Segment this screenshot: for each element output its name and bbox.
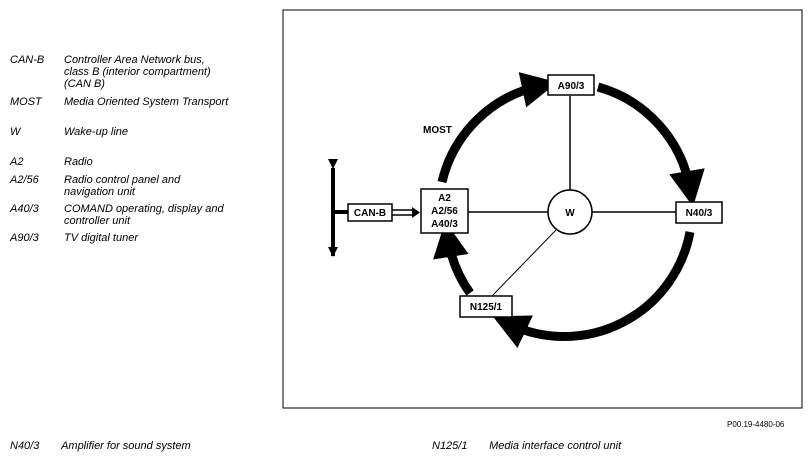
node-n125-1 [459,295,513,318]
can-b-box [347,203,393,222]
most-ring-segment-bottom-right [492,231,695,348]
legend-code: W [10,126,21,138]
node-n125-1-label: N125/1 [470,302,503,313]
legend-code: N40/3 [10,440,40,452]
legend-desc: Radio [64,156,93,168]
node-n40-3 [675,201,723,224]
diagram-frame [282,9,803,409]
most-ring-segment-top-left [437,72,558,184]
bottom-legend-row-n125-1: N125/1 Media interface control unit [432,440,621,452]
node-n40-3-label: N40/3 [686,208,713,219]
wake-up-hub-label: W [565,208,575,219]
legend-code: CAN-B [10,54,45,66]
wake-up-hub [547,189,593,235]
legend-desc: Wake-up line [64,126,128,138]
legend-desc: Media interface control unit [489,440,622,452]
head-unit-label-a40-3: A40/3 [431,219,458,230]
legend-desc: COMAND operating, display and controller… [64,203,224,227]
can-b-link-arrowhead [412,207,420,218]
legend-desc: TV digital tuner [64,232,138,244]
legend-code: A40/3 [10,203,39,215]
legend-code: N125/1 [432,440,468,452]
legend-code: MOST [10,96,42,108]
figure-reference-code: P00.19-4480-06 [727,420,785,429]
most-ring-segment-bottom-left [433,221,474,296]
legend-code: A2 [10,156,24,168]
node-a90-3 [547,74,595,96]
legend-desc: Controller Area Network bus, class B (in… [64,54,211,90]
most-ring-segment-top-right [596,82,705,207]
node-a90-3-label: A90/3 [558,81,585,92]
most-ring-label: MOST [423,125,452,136]
bottom-legend-row-n40-3: N40/3 Amplifier for sound system [10,440,191,452]
can-b-box-label: CAN-B [354,208,386,219]
head-unit-label-a2-56: A2/56 [431,206,458,217]
legend-desc: Radio control panel and navigation unit [64,174,181,198]
wake-line-bottom [491,229,557,297]
legend-desc: Amplifier for sound system [61,440,191,452]
legend-code: A2/56 [10,174,39,186]
legend-code: A90/3 [10,232,39,244]
head-unit-label-a2: A2 [438,193,451,204]
head-unit-node [420,188,469,234]
legend-desc: Media Oriented System Transport [64,96,229,108]
